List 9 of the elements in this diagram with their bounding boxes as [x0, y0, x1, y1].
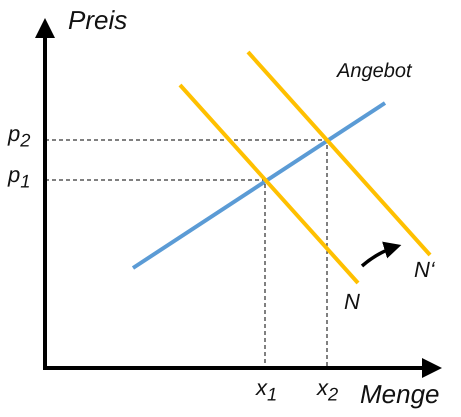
tick-label: p$_{1}$ [8, 163, 30, 192]
tick-label: p$_{2}$ [8, 122, 30, 151]
axis-label: Menge [360, 380, 440, 409]
curve-label: Angebot [337, 60, 412, 82]
tick-label: x$_{2}$ [317, 376, 338, 405]
curve-label: N [344, 290, 360, 314]
axis-label: Preis [68, 6, 128, 35]
tick-label: x$_{1}$ [256, 376, 278, 405]
curve-label: N‘ [414, 258, 435, 282]
